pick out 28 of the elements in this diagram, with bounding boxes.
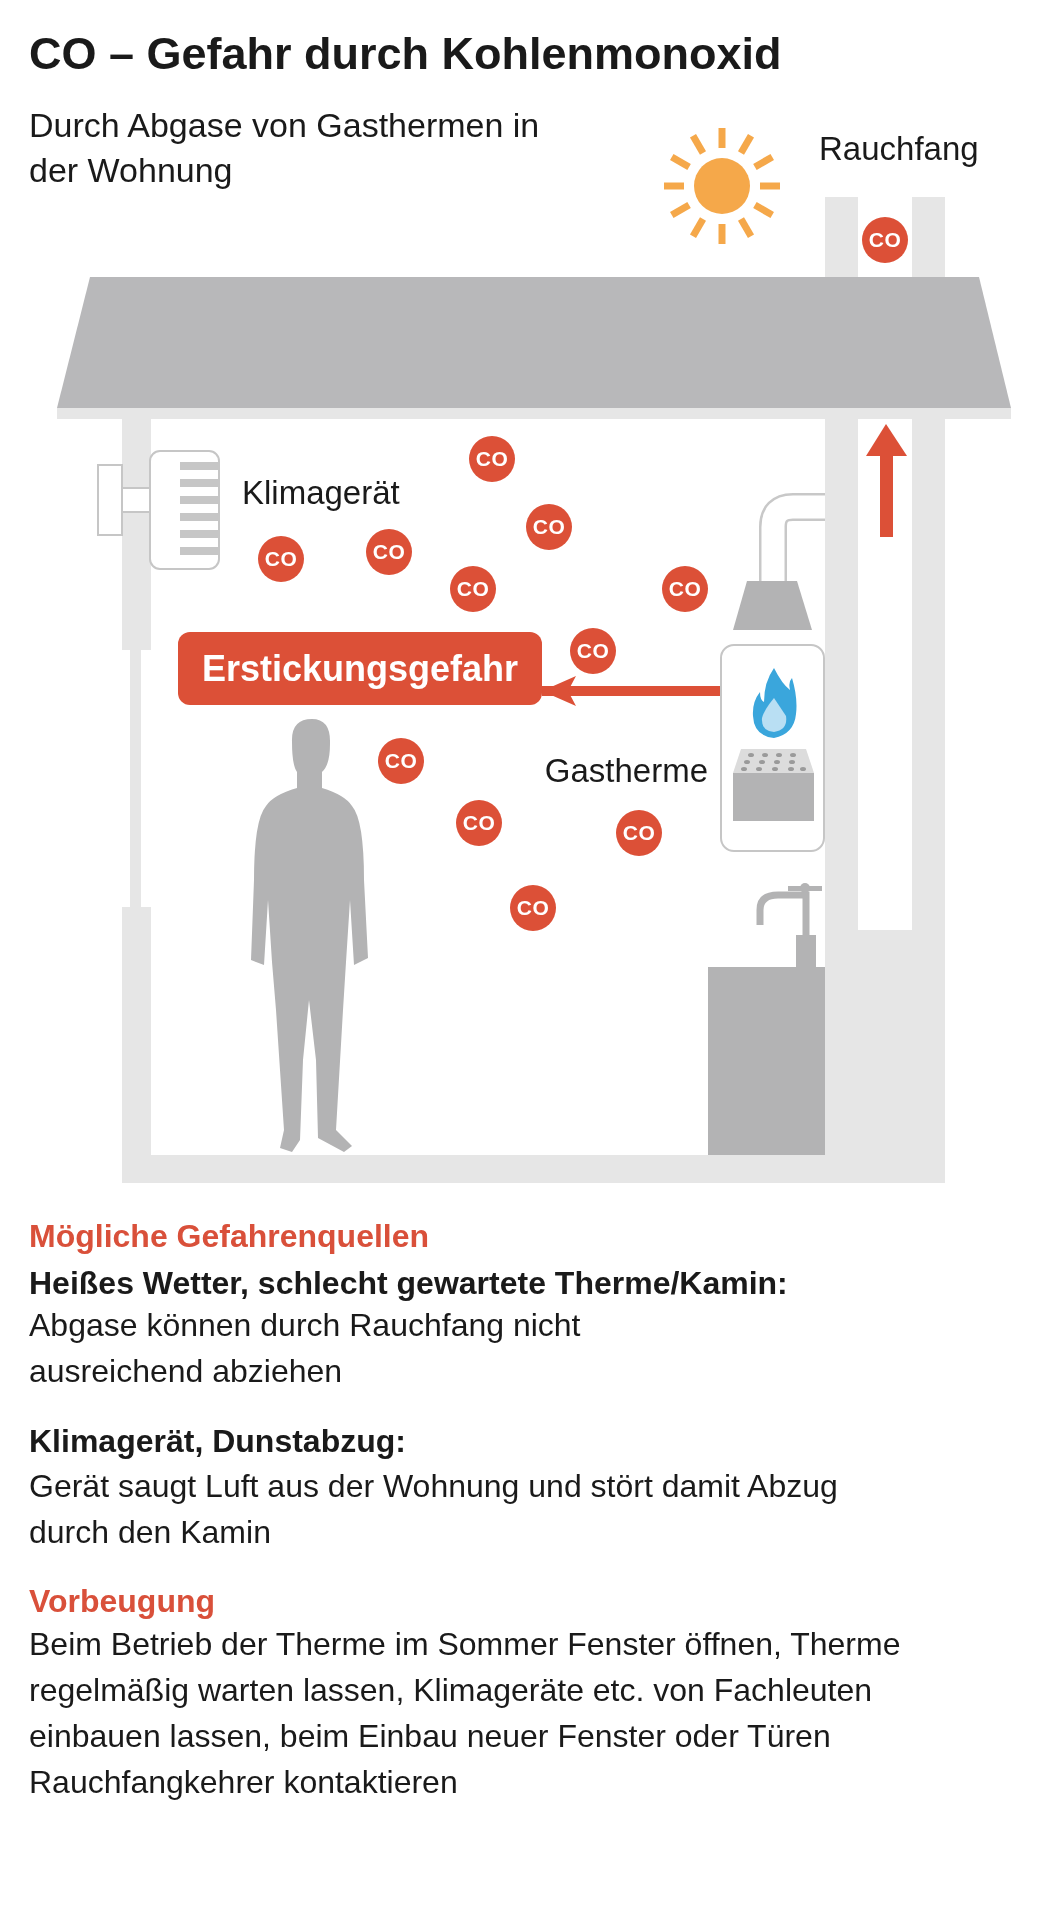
co-marker: CO <box>469 436 515 482</box>
part-label: Rauchfang <box>819 129 979 169</box>
co-marker: CO <box>862 217 908 263</box>
gas-boiler-unit <box>720 644 825 852</box>
body-text: Gerät saugt Luft aus der Wohnung und stört damit Abzug durch den Kamin <box>29 1467 839 1552</box>
warning-banner: Erstickungsgefahr <box>178 632 542 705</box>
title: CO – Gefahr durch Kohlenmonoxid <box>29 28 782 80</box>
arrow <box>542 676 720 706</box>
co-marker: CO <box>456 800 502 846</box>
co-marker: CO <box>616 810 662 856</box>
co-marker: CO <box>258 536 304 582</box>
node-caption: Gastherme <box>544 752 708 790</box>
part-label: Klimagerät <box>242 473 400 513</box>
co-marker: CO <box>526 504 572 550</box>
co-marker: CO <box>366 529 412 575</box>
section-heading: Vorbeugung <box>29 1582 216 1621</box>
section-heading: Mögliche Gefahrenquellen <box>29 1217 430 1256</box>
person-silhouette <box>250 718 369 1153</box>
subtitle: Durch Abgase von Gasthermen in der Wohnung <box>29 105 541 191</box>
body-text: Abgase können durch Rauchfang nicht ausreichend abziehen <box>29 1306 582 1391</box>
subheading: Klimagerät, Dunstabzug: <box>29 1422 406 1461</box>
co-marker: CO <box>378 738 424 784</box>
co-marker: CO <box>662 566 708 612</box>
co-marker: CO <box>570 628 616 674</box>
co-marker: CO <box>510 885 556 931</box>
body-text: Beim Betrieb der Therme im Sommer Fenster öffnen, Therme regelmäßig warten lassen, Klimageräte etc. von Fachleuten einbauen lassen, beim Einbau neuer Fenster oder Türen Rauchfangkehrer kontaktieren <box>29 1625 902 1802</box>
subheading: Heißes Wetter, schlecht gewartete Therme/Kamin: <box>29 1264 788 1303</box>
co-marker: CO <box>450 566 496 612</box>
